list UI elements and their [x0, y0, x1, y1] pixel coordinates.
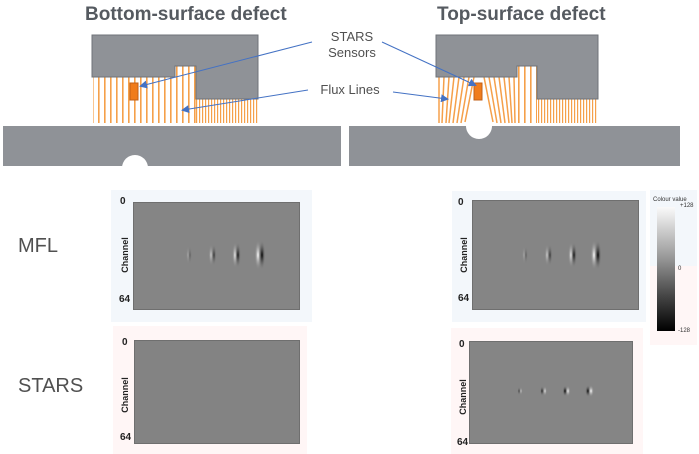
flux-lines-right	[438, 76, 516, 124]
stars-top-heatmap	[469, 341, 633, 444]
axis-label-channel: Channel	[459, 237, 469, 273]
row-label-stars: STARS	[18, 375, 84, 397]
row-label-mfl: MFL	[18, 235, 58, 257]
callout-stars-line2: Sensors	[328, 45, 376, 60]
axis-label-channel: Channel	[120, 237, 130, 273]
mfl-top-heatmap	[472, 200, 639, 310]
callout-flux-lines: Flux Lines	[320, 82, 380, 97]
colorbar-gradient	[657, 207, 675, 331]
mfl-bottom-heatmap	[133, 202, 300, 310]
defect-hole-top	[466, 113, 492, 139]
colorbar-min: -128	[678, 328, 691, 334]
pipe-wall-left	[3, 126, 341, 166]
defect-hole-bottom	[122, 155, 148, 180]
callout-stars-sensors: STARS Sensors	[314, 29, 390, 61]
stars-sensor-left	[129, 82, 139, 101]
tick-0: 0	[458, 197, 464, 208]
colorbar-title: Colour value	[653, 197, 687, 203]
title-top-surface-defect: Top-surface defect	[437, 4, 606, 25]
tick-64: 64	[457, 437, 469, 448]
colorbar-max: +128	[680, 203, 694, 209]
arrow-flux-right	[392, 91, 449, 103]
colorbar-mid: 0	[678, 266, 682, 272]
tick-64: 64	[119, 294, 131, 305]
tick-64: 64	[120, 432, 132, 443]
tick-0: 0	[459, 339, 465, 350]
title-bottom-surface-defect: Bottom-surface defect	[85, 4, 287, 25]
axis-label-channel: Channel	[120, 377, 130, 413]
magnet-block-right	[435, 34, 599, 100]
arrow-sensor-right	[381, 41, 477, 87]
arrow-flux-left	[181, 89, 309, 114]
pipe-wall-right	[349, 126, 680, 166]
arrow-sensor-left	[139, 41, 313, 89]
axis-label-channel: Channel	[458, 379, 468, 415]
tick-0: 0	[122, 337, 128, 348]
tick-0: 0	[120, 196, 126, 207]
stars-bottom-heatmap	[134, 340, 300, 444]
tick-64: 64	[458, 293, 470, 304]
sensor-diagram	[3, 34, 680, 180]
callout-stars-line1: STARS	[330, 29, 374, 44]
stars-sensor-right	[473, 82, 483, 101]
